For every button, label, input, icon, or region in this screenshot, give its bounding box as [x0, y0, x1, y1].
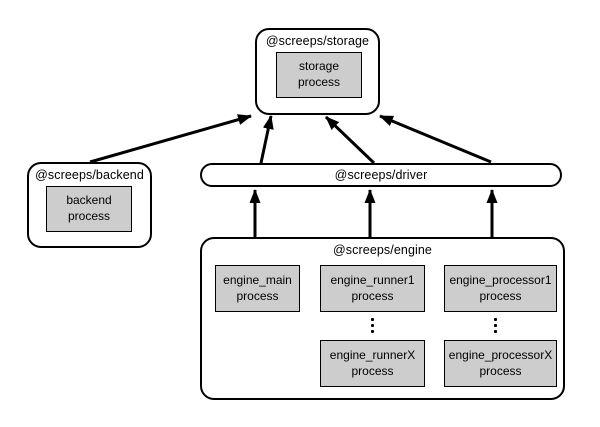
engine-runner1-process-box: engine_runner1 process [320, 265, 425, 312]
node-engine-title: @screeps/engine [333, 243, 432, 257]
node-engine: @screeps/engine engine_main process engi… [200, 237, 565, 400]
backend-process-box: backend process [46, 186, 132, 232]
storage-process-box: storage process [276, 52, 362, 98]
arrow-driver-to-storage-middle [324, 115, 376, 165]
node-backend: @screeps/backend backend process [27, 162, 152, 248]
engine-processor1-process-box: engine_processor1 process [444, 265, 557, 312]
arrow-backend-to-storage [89, 114, 252, 164]
node-backend-title: @screeps/backend [35, 168, 144, 182]
vertical-ellipsis-icon [494, 318, 497, 333]
engine-runnerX-process-box: engine_runnerX process [320, 340, 425, 387]
vertical-ellipsis-icon [371, 318, 374, 333]
engine-main-process-box: engine_main process [215, 265, 300, 312]
arrow-driver-to-storage-left [259, 115, 274, 164]
node-storage: @screeps/storage storage process [255, 28, 380, 115]
node-driver-title: @screeps/driver [334, 168, 428, 182]
arrow-driver-to-storage-right [379, 114, 492, 164]
engine-processorX-process-box: engine_processorX process [444, 340, 557, 387]
node-driver: @screeps/driver [200, 163, 562, 187]
node-storage-title: @screeps/storage [265, 34, 370, 48]
